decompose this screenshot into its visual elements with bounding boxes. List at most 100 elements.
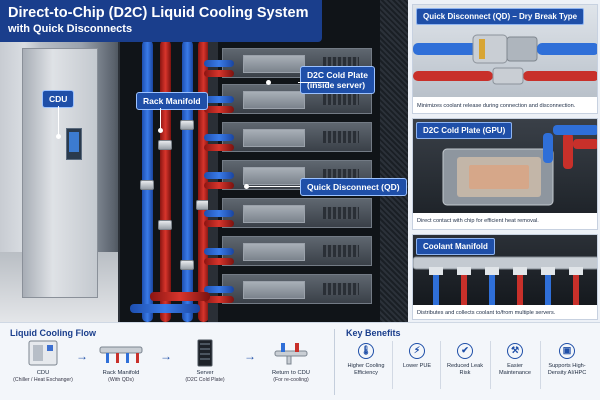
- callout-quick-disconnect: Quick Disconnect (QD): [300, 178, 407, 196]
- shield-check-icon: ✔: [457, 343, 473, 359]
- callout-rack-manifold: Rack Manifold: [136, 92, 208, 110]
- benefit-label: Higher Cooling Efficiency: [347, 363, 385, 376]
- benefit-easier-maintenance: ⚒ Easier Maintenance: [491, 343, 539, 377]
- return-hose: [204, 144, 234, 151]
- panel-cold-plate-caption: Direct contact with chip for efficient h…: [417, 218, 539, 224]
- manifold-illustration: [413, 256, 597, 305]
- supply-hose: [204, 96, 234, 103]
- benefit-high-density: ▣ Supports High-Density AI/HPC: [543, 343, 591, 377]
- flow-step-label: CDU: [36, 370, 50, 376]
- return-svg: [274, 343, 308, 365]
- section-divider: [334, 329, 335, 395]
- server-svg: [197, 339, 213, 367]
- callout-cold-plate-label: D2C Cold Plate: [307, 70, 368, 80]
- benefit-reduced-leak: ✔ Reduced Leak Risk: [441, 343, 489, 377]
- return-hose: [204, 258, 234, 265]
- server-unit: [222, 198, 372, 228]
- rack-frame: [208, 0, 218, 322]
- benefit-label: Lower PUE: [402, 363, 432, 369]
- floor-supply-hose: [130, 304, 200, 313]
- benefit-separator: [392, 341, 393, 389]
- callout-cdu-label: CDU: [49, 94, 68, 104]
- return-manifold-pipe: [160, 40, 171, 322]
- return-hose: [204, 220, 234, 227]
- flow-step-return: Return to CDU (For re-cooling): [256, 339, 326, 384]
- page-subtitle: with Quick Disconnects: [8, 23, 133, 35]
- panel-manifold: Coolant Manifold Distributes and collect…: [412, 234, 598, 320]
- callout-rack-manifold-label: Rack Manifold: [143, 96, 201, 106]
- lightning-icon: ⚡︎: [409, 343, 425, 359]
- flow-arrow-icon: →: [244, 349, 256, 363]
- flow-step-label: Return to CDU: [271, 370, 310, 376]
- flow-step-sub: (D2C Cold Plate): [185, 377, 225, 383]
- panel-qd-caption: Minimizes coolant release during connect…: [417, 103, 576, 109]
- callout-rack-manifold-leader: [160, 108, 161, 130]
- return-hose: [204, 70, 234, 77]
- benefit-lower-pue: ⚡︎ Lower PUE: [393, 343, 441, 370]
- manifold-fitting: [140, 180, 154, 190]
- panel-manifold-caption: Distributes and collects coolant to/from…: [417, 310, 556, 316]
- manifold-fitting: [158, 220, 172, 230]
- server-unit: [222, 274, 372, 304]
- bottom-strip: Liquid Cooling Flow CDU (Chiller / Heat …: [0, 322, 600, 400]
- flow-step-sub: (Chiller / Heat Exchanger): [13, 377, 73, 383]
- callout-rack-manifold-dot: [158, 128, 163, 133]
- floor-return-hose: [150, 292, 210, 301]
- flow-step-server: Server (D2C Cold Plate): [170, 339, 240, 384]
- panel-cold-plate: D2C Cold Plate (GPU) Direct contact with…: [412, 118, 598, 230]
- manifold-icon: [86, 339, 156, 367]
- flow-arrow-icon: →: [76, 349, 88, 363]
- panel-manifold-header: Coolant Manifold: [416, 238, 495, 255]
- title-banner: Direct-to-Chip (D2C) Liquid Cooling Syst…: [0, 0, 322, 42]
- server-icon: [170, 339, 240, 367]
- callout-cold-plate-sub: (inside server): [307, 80, 366, 90]
- supply-hose: [204, 172, 234, 179]
- manifold-fitting: [180, 260, 194, 270]
- chip-icon: ▣: [559, 343, 575, 359]
- flow-title: Liquid Cooling Flow: [10, 328, 96, 338]
- cdu-svg: [28, 340, 58, 366]
- flow-arrow-icon: →: [160, 349, 172, 363]
- flow-step-cdu: CDU (Chiller / Heat Exchanger): [8, 339, 78, 384]
- supply-hose: [204, 248, 234, 255]
- callout-qd-leader: [248, 186, 300, 187]
- server-unit: [222, 236, 372, 266]
- wrench-icon: ⚒: [507, 343, 523, 359]
- flow-step-rack-manifold: Rack Manifold (With QDs): [86, 339, 156, 384]
- callout-qd-dot: [244, 184, 249, 189]
- supply-hose: [204, 286, 234, 293]
- manifold-fitting: [180, 120, 194, 130]
- callout-cdu-leader: [58, 106, 59, 136]
- server-unit: [222, 122, 372, 152]
- page-title: Direct-to-Chip (D2C) Liquid Cooling Syst…: [8, 5, 309, 21]
- callout-cold-plate-leader: [298, 82, 328, 83]
- flow-step-label: Rack Manifold: [102, 370, 140, 376]
- return-hose: [204, 296, 234, 303]
- manifold-svg: [99, 346, 143, 363]
- benefit-label: Reduced Leak Risk: [446, 363, 484, 376]
- rack-door-mesh: [380, 0, 408, 322]
- return-pipe-icon: [256, 339, 326, 367]
- callout-cdu-dot: [56, 134, 61, 139]
- main-photo: [0, 0, 408, 322]
- detail-panels: Quick Disconnect (QD) – Dry Break Type M…: [408, 0, 600, 322]
- cdu-unit-icon: [8, 339, 78, 367]
- cdu-cabinet: [22, 48, 98, 298]
- panel-qd-header: Quick Disconnect (QD) – Dry Break Type: [416, 8, 585, 25]
- qd-illustration: [413, 34, 597, 85]
- benefits-title: Key Benefits: [346, 328, 401, 338]
- supply-hose: [204, 134, 234, 141]
- benefit-label: Supports High-Density AI/HPC: [547, 363, 587, 376]
- callout-cdu: CDU: [42, 90, 75, 108]
- cdu-screen: [66, 128, 82, 160]
- supply-hose: [204, 210, 234, 217]
- cold-plate-illustration: [442, 125, 597, 206]
- thermometer-icon: 🌡︎: [358, 343, 374, 359]
- benefit-cooling-efficiency: 🌡︎ Higher Cooling Efficiency: [342, 343, 390, 377]
- callout-quick-disconnect-label: Quick Disconnect (QD): [307, 182, 400, 192]
- supply-hose: [204, 60, 234, 67]
- flow-step-sub: (For re-cooling): [273, 377, 309, 383]
- supply-pipe-2: [182, 40, 193, 322]
- benefit-separator: [540, 341, 541, 389]
- return-pipe-2: [198, 40, 209, 322]
